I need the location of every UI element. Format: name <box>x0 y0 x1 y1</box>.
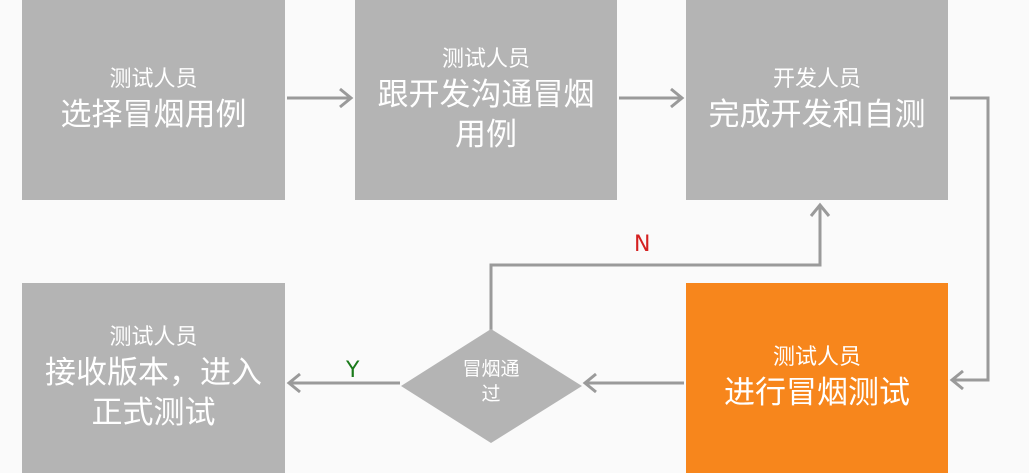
yes-label: Y <box>346 358 360 383</box>
node-task: 完成开发和自测 <box>708 97 926 133</box>
arrow-2-3 <box>619 87 685 109</box>
arrow-3-4 <box>949 96 990 391</box>
node-task: 选择冒烟用例 <box>60 97 247 133</box>
node-role: 测试人员 <box>109 325 198 350</box>
node-task: 接收版本，进入正式测试 <box>45 355 262 431</box>
node-role: 测试人员 <box>109 67 198 92</box>
node-role: 测试人员 <box>441 47 530 72</box>
node-role: 测试人员 <box>772 345 861 370</box>
arrow-no-loop <box>489 202 831 330</box>
arrow-1-2 <box>287 87 354 109</box>
node-role: 开发人员 <box>772 67 861 92</box>
decision-diamond <box>401 329 582 443</box>
arrow-yes <box>286 372 400 394</box>
node-smoke-test: 测试人员 进行冒烟测试 <box>686 283 948 473</box>
node-develop: 开发人员 完成开发和自测 <box>686 0 948 200</box>
node-formal-test: 测试人员 接收版本，进入正式测试 <box>22 283 285 473</box>
node-select-cases: 测试人员 选择冒烟用例 <box>22 0 285 200</box>
node-communicate: 测试人员 跟开发沟通冒烟用例 <box>355 0 617 200</box>
arrow-4-decision <box>582 372 684 394</box>
no-label: N <box>634 232 651 257</box>
decision-text: 冒烟通过 <box>462 358 520 405</box>
node-task: 进行冒烟测试 <box>724 375 910 411</box>
node-task: 跟开发沟通冒烟用例 <box>377 77 595 153</box>
